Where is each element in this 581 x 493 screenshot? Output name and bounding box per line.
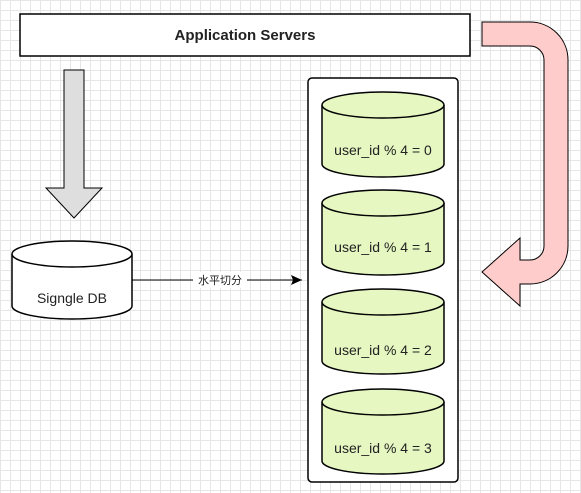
shard-label-1: user_id % 4 = 1 (334, 239, 432, 255)
shard-label-2: user_id % 4 = 2 (334, 342, 432, 358)
arrowhead-icon (291, 275, 302, 285)
down-arrow-icon (44, 69, 104, 219)
single-db-label: Signgle DB (37, 290, 107, 306)
shard-db-3[interactable]: user_id % 4 = 3 (321, 388, 445, 475)
horizontal-split-edge: 水平切分 (132, 272, 302, 288)
shard-label-0: user_id % 4 = 0 (334, 142, 432, 158)
curved-arrow-icon (481, 21, 569, 308)
shard-db-2[interactable]: user_id % 4 = 2 (321, 288, 445, 375)
single-db-node[interactable]: Signgle DB (11, 240, 133, 320)
horizontal-split-label: 水平切分 (198, 274, 242, 287)
shard-container (307, 77, 459, 483)
shard-db-0[interactable]: user_id % 4 = 0 (321, 91, 445, 178)
shard-db-1[interactable]: user_id % 4 = 1 (321, 189, 445, 276)
shard-label-3: user_id % 4 = 3 (334, 440, 432, 456)
application-servers-node[interactable]: Application Servers (19, 13, 471, 57)
application-servers-label: Application Servers (175, 27, 316, 44)
